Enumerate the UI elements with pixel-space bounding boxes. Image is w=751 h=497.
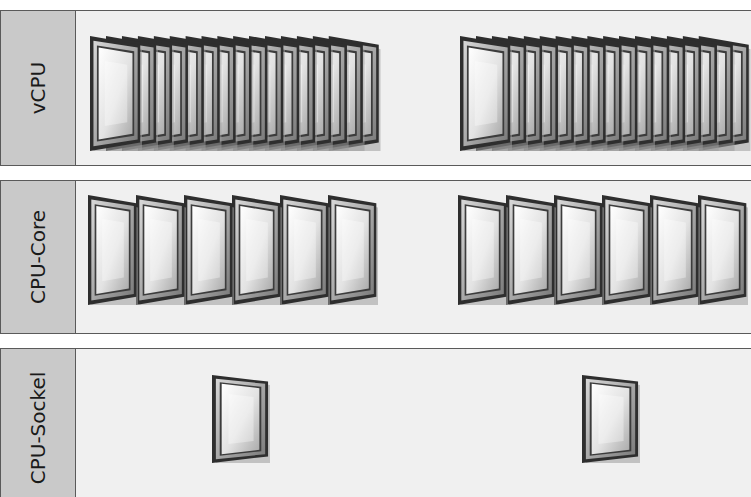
cpu-chip (602, 195, 654, 309)
cpu-chip (184, 195, 236, 309)
cpu-chip (506, 195, 558, 309)
band-ground (0, 348, 751, 497)
label-column: CPU-Core (1, 181, 76, 333)
cpu-chip (698, 195, 750, 309)
cpu-chip (460, 36, 514, 155)
layer-band: CPU-Core (0, 180, 751, 334)
cpu-chip (88, 195, 140, 309)
cpu-chip (280, 195, 332, 309)
cpu-chip (650, 195, 702, 309)
cpu-chip (582, 375, 642, 466)
cpu-chip (90, 36, 144, 155)
label-ground (0, 10, 75, 165)
cpu-chip (136, 195, 188, 309)
cpu-chip (232, 195, 284, 309)
cpu-chip (328, 195, 380, 309)
band-label: CPU-Sockel (28, 372, 48, 485)
label-ground (0, 180, 75, 333)
band-label: CPU-Core (28, 210, 48, 304)
layer-band: vCPU (0, 10, 751, 166)
layer-band: CPU-Sockel (0, 348, 751, 497)
label-column: CPU-Sockel (1, 349, 76, 497)
band-ground (0, 180, 751, 333)
band-label: vCPU (28, 62, 48, 115)
label-column: vCPU (1, 11, 76, 165)
band-ground (0, 10, 751, 165)
cpu-chip (458, 195, 510, 309)
label-ground (0, 348, 75, 497)
cpu-chip (212, 375, 272, 466)
cpu-chip (554, 195, 606, 309)
